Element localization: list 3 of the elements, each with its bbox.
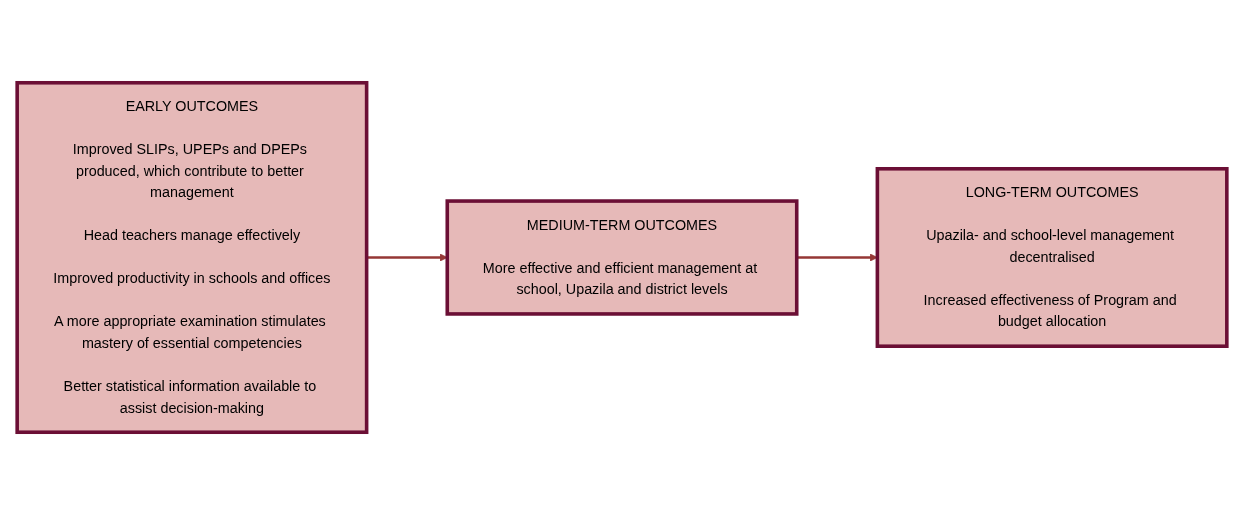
node-box: LONG-TERM OUTCOMES Upazila- and school-level management decentralised Increased effectiveness of Program and budget allocation — [875, 167, 1229, 348]
node-box: MEDIUM-TERM OUTCOMES More effective and efficient management at school, Upazila and district levels — [445, 199, 799, 316]
node-box: EARLY OUTCOMES Improved SLIPs, UPEPs and DPEPs produced, which contribute to better management Head teachers manage effectively Improved productivity in schools and offices A more appropriate examination stimulates mastery of essential competencies Better statistical information available to assist decision-making — [15, 80, 369, 435]
